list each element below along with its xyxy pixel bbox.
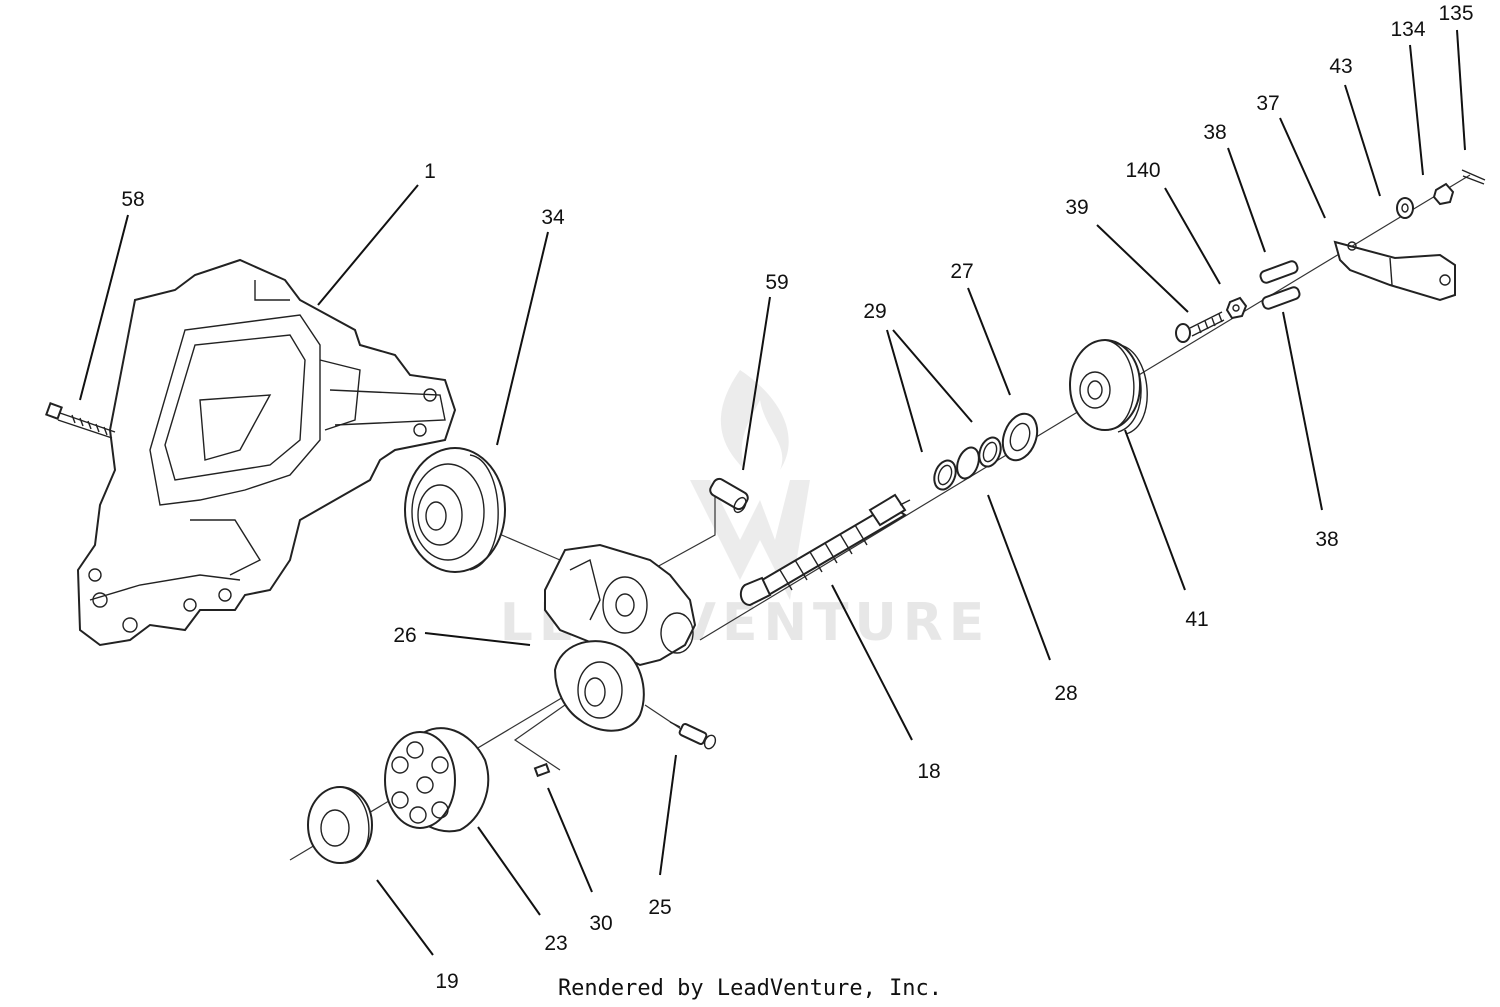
nut-part-43: [1432, 182, 1455, 206]
fitting-part-25: [669, 721, 717, 750]
callout-140: 140: [1125, 159, 1160, 182]
drum-part-34: [404, 447, 506, 573]
callout-26: 26: [393, 624, 416, 647]
callout-1: 1: [424, 160, 436, 183]
callout-19: 19: [435, 970, 458, 993]
ring-part-28: [956, 446, 980, 480]
nut-part-140: [1225, 296, 1248, 320]
callout-25: 25: [648, 896, 671, 919]
pulley-part-41: [1069, 339, 1148, 435]
bolt-part-58: [45, 402, 116, 439]
callout-38-top: 38: [1203, 121, 1226, 144]
ring-parts-29: [933, 436, 1002, 491]
callout-59: 59: [765, 271, 788, 294]
callout-39: 39: [1065, 196, 1088, 219]
footer-credit: Rendered by LeadVenture, Inc.: [558, 976, 942, 1001]
seal-part-19: [307, 786, 373, 864]
callout-30: 30: [589, 912, 612, 935]
callout-38-bottom: 38: [1315, 528, 1338, 551]
housing-part-1: [76, 258, 457, 647]
callout-23: 23: [544, 932, 567, 955]
seal-part-27: [1001, 412, 1039, 462]
cotter-pin-part-135: [1461, 169, 1486, 185]
cylinder-block-part-23: [384, 727, 490, 833]
key-part-30: [533, 762, 551, 778]
callout-134: 134: [1390, 18, 1425, 41]
leader-lines: [79, 29, 1466, 956]
callout-28: 28: [1054, 682, 1077, 705]
callout-37: 37: [1256, 92, 1279, 115]
pin-parts-38: [1259, 260, 1301, 310]
callout-34: 34: [541, 206, 565, 229]
shaft-part-18: [739, 493, 911, 607]
callout-29: 29: [863, 300, 886, 323]
bracket-part-37: [1333, 240, 1456, 302]
callouts: 1 58 34 59 29 27 39 140 38 37 43 134 135…: [121, 2, 1473, 993]
pin-part-59: [709, 477, 749, 514]
washer-part-134: [1396, 197, 1414, 219]
callout-41: 41: [1185, 608, 1208, 631]
callout-135: 135: [1438, 2, 1473, 25]
callout-43: 43: [1329, 55, 1352, 78]
callout-18: 18: [917, 760, 940, 783]
callout-27: 27: [950, 260, 973, 283]
callout-58: 58: [121, 188, 144, 211]
center-section-part-26: [544, 543, 697, 732]
screw-part-39: [1175, 311, 1225, 343]
